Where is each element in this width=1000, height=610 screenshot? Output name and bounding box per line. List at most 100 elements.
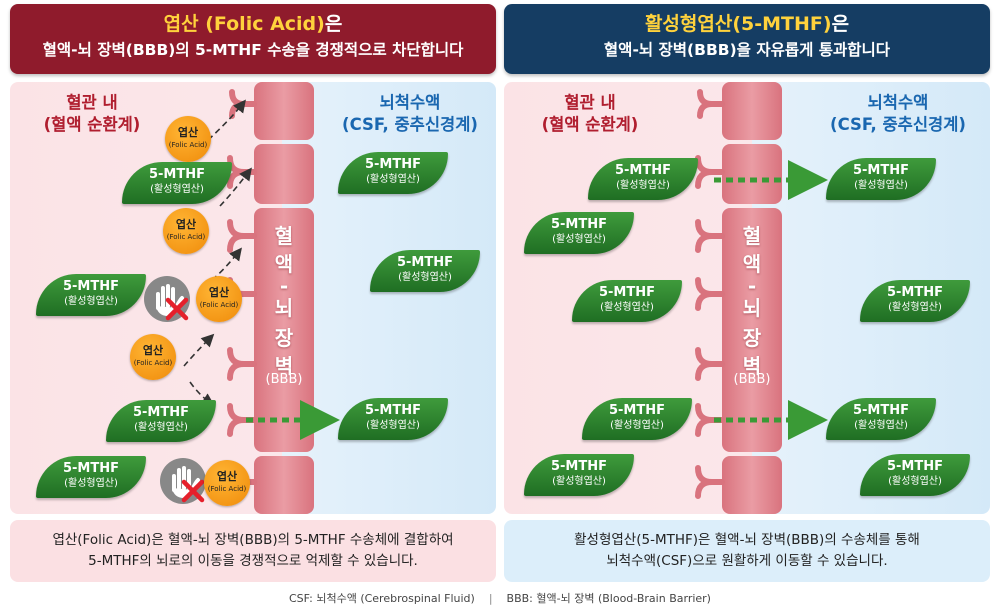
- left-panel-title: 엽산 (Folic Acid)은 혈액-뇌 장벽(BBB)의 5-MTHF 수송…: [10, 4, 496, 74]
- left-title-subtitle: 혈액-뇌 장벽(BBB)의 5-MTHF 수송을 경쟁적으로 차단합니다: [42, 41, 464, 59]
- wall-sub: (BBB): [733, 372, 771, 387]
- wall-char: 액: [274, 252, 294, 276]
- mthf-sub: (활성형엽산): [610, 420, 664, 431]
- mthf-name: 5-MTHF: [364, 403, 421, 418]
- wall-char: 혈: [274, 224, 294, 248]
- right-csf-label: 뇌척수액 (CSF, 중추신경계): [818, 92, 978, 136]
- mthf-molecule: 5-MTHF (활성형엽산): [338, 398, 448, 440]
- mthf-name: 5-MTHF: [852, 403, 909, 418]
- mthf-molecule: 5-MTHF(활성형엽산): [524, 212, 634, 254]
- mthf-name: 5-MTHF: [550, 217, 607, 232]
- receptor: [697, 89, 725, 119]
- folic-acid-molecule: 엽산(Folic Acid): [163, 208, 209, 254]
- left-blood-label-2: (혈액 순환계): [43, 115, 141, 134]
- red-x-icon: [181, 479, 205, 503]
- right-blood-label-2: (혈액 순환계): [541, 115, 639, 134]
- mthf-name: 5-MTHF: [886, 459, 943, 474]
- left-csf-label-2: (CSF, 중추신경계): [342, 115, 478, 134]
- right-title-highlight: 활성형엽산(5-MTHF): [644, 13, 832, 35]
- mthf-name: 5-MTHF: [148, 167, 205, 182]
- mthf-sub: (활성형엽산): [64, 478, 118, 489]
- wall-segment: [254, 144, 314, 204]
- right-footer-line1: 활성형엽산(5-MTHF)은 혈액-뇌 장벽(BBB)의 수송체를 통해: [574, 532, 920, 548]
- right-footer-line2: 뇌척수액(CSF)으로 원활하게 이동할 수 있습니다.: [606, 553, 888, 569]
- right-blood-label-1: 혈관 내: [564, 93, 616, 112]
- wall-sub: (BBB): [265, 372, 303, 387]
- folic-acid-molecule: 엽산(Folic Acid): [130, 334, 176, 380]
- mthf-sub: (활성형엽산): [366, 420, 420, 431]
- folic-name: 엽산: [216, 470, 238, 483]
- left-bbb-wall: 혈 액 - 뇌 장 벽 (BBB): [254, 82, 314, 514]
- wall-char: 혈: [742, 224, 762, 248]
- wall-char: 액: [742, 252, 762, 276]
- folic-sub: (Folic Acid): [199, 301, 239, 309]
- receptor: [227, 155, 257, 189]
- legend-separator: |: [488, 592, 493, 605]
- mthf-sub: (활성형엽산): [616, 180, 670, 191]
- wall-char: 벽: [742, 354, 762, 378]
- mthf-sub: (활성형엽산): [888, 476, 942, 487]
- mthf-sub: (활성형엽산): [134, 422, 188, 433]
- mthf-molecule: 5-MTHF(활성형엽산): [572, 280, 682, 322]
- mthf-molecule: 5-MTHF (활성형엽산): [588, 158, 698, 200]
- mthf-molecule: 5-MTHF(활성형엽산): [36, 456, 146, 498]
- mthf-name: 5-MTHF: [62, 279, 119, 294]
- right-title-subtitle: 혈액-뇌 장벽(BBB)을 자유롭게 통과합니다: [603, 41, 891, 59]
- left-footer: 엽산(Folic Acid)은 혈액-뇌 장벽(BBB)의 5-MTHF 수송체…: [10, 520, 496, 582]
- legend-csf: CSF: 뇌척수액 (Cerebrospinal Fluid): [289, 592, 475, 605]
- wall-char: 뇌: [274, 296, 294, 320]
- mthf-molecule: 5-MTHF (활성형엽산): [860, 454, 970, 496]
- receptor: [227, 403, 257, 437]
- mthf-sub: (활성형엽산): [600, 302, 654, 313]
- wall-char: 뇌: [742, 296, 762, 320]
- mthf-name: 5-MTHF: [132, 405, 189, 420]
- left-title-rest: 은: [324, 13, 343, 35]
- mthf-molecule: 5-MTHF (활성형엽산): [36, 274, 146, 316]
- folic-sub: (Folic Acid): [207, 485, 247, 493]
- folic-name: 엽산: [177, 126, 199, 139]
- folic-acid-molecule: 엽산 (Folic Acid): [196, 276, 242, 322]
- mthf-sub: (활성형엽산): [854, 180, 908, 191]
- left-blood-label-1: 혈관 내: [66, 93, 118, 112]
- left-csf-label: 뇌척수액 (CSF, 중추신경계): [330, 92, 490, 136]
- wall-char: -: [747, 274, 757, 298]
- mthf-molecule: 5-MTHF(활성형엽산): [370, 250, 480, 292]
- mthf-sub: (활성형엽산): [64, 296, 118, 307]
- mthf-name: 5-MTHF: [608, 403, 665, 418]
- left-csf-label-1: 뇌척수액: [379, 93, 441, 112]
- right-receptors: [695, 89, 725, 499]
- wall-char: 장: [274, 326, 294, 350]
- right-panel-title: 활성형엽산(5-MTHF)은 혈액-뇌 장벽(BBB)을 자유롭게 통과합니다: [504, 4, 990, 74]
- receptor: [695, 219, 725, 253]
- red-x-icon: [165, 297, 189, 321]
- mthf-sub: (활성형엽산): [366, 174, 420, 185]
- wall-segment: [722, 82, 782, 140]
- wall-segment: [254, 82, 314, 140]
- folic-name: 엽산: [175, 218, 197, 231]
- mthf-name: 5-MTHF: [550, 459, 607, 474]
- wall-segment: [722, 208, 782, 452]
- left-footer-line2: 5-MTHF의 뇌로의 이동을 경쟁적으로 억제할 수 있습니다.: [88, 553, 418, 569]
- transport-arrows: [246, 160, 828, 440]
- mthf-molecule: 5-MTHF(활성형엽산): [338, 152, 448, 194]
- right-title-rest: 은: [831, 13, 850, 35]
- folic-name: 엽산: [208, 286, 230, 299]
- receptor: [695, 403, 725, 437]
- wall-char: 장: [742, 326, 762, 350]
- receptor: [695, 465, 725, 499]
- right-csf-label-1: 뇌척수액: [867, 93, 929, 112]
- mthf-sub: (활성형엽산): [552, 476, 606, 487]
- left-footer-line1: 엽산(Folic Acid)은 혈액-뇌 장벽(BBB)의 5-MTHF 수송체…: [52, 532, 454, 548]
- wall-segment: [722, 144, 782, 204]
- mthf-molecule: 5-MTHF(활성형엽산): [826, 398, 936, 440]
- receptor: [695, 155, 725, 189]
- mthf-name: 5-MTHF: [396, 255, 453, 270]
- mthf-name: 5-MTHF: [614, 163, 671, 178]
- mthf-molecule: 5-MTHF (활성형엽산): [106, 400, 216, 442]
- folic-name: 엽산: [142, 344, 164, 357]
- folic-acid-molecule: 엽산(Folic Acid): [165, 116, 211, 162]
- wall-char: 벽: [274, 354, 294, 378]
- mthf-sub: (활성형엽산): [150, 184, 204, 195]
- left-title-highlight: 엽산 (Folic Acid): [163, 13, 325, 35]
- receptor: [227, 219, 257, 253]
